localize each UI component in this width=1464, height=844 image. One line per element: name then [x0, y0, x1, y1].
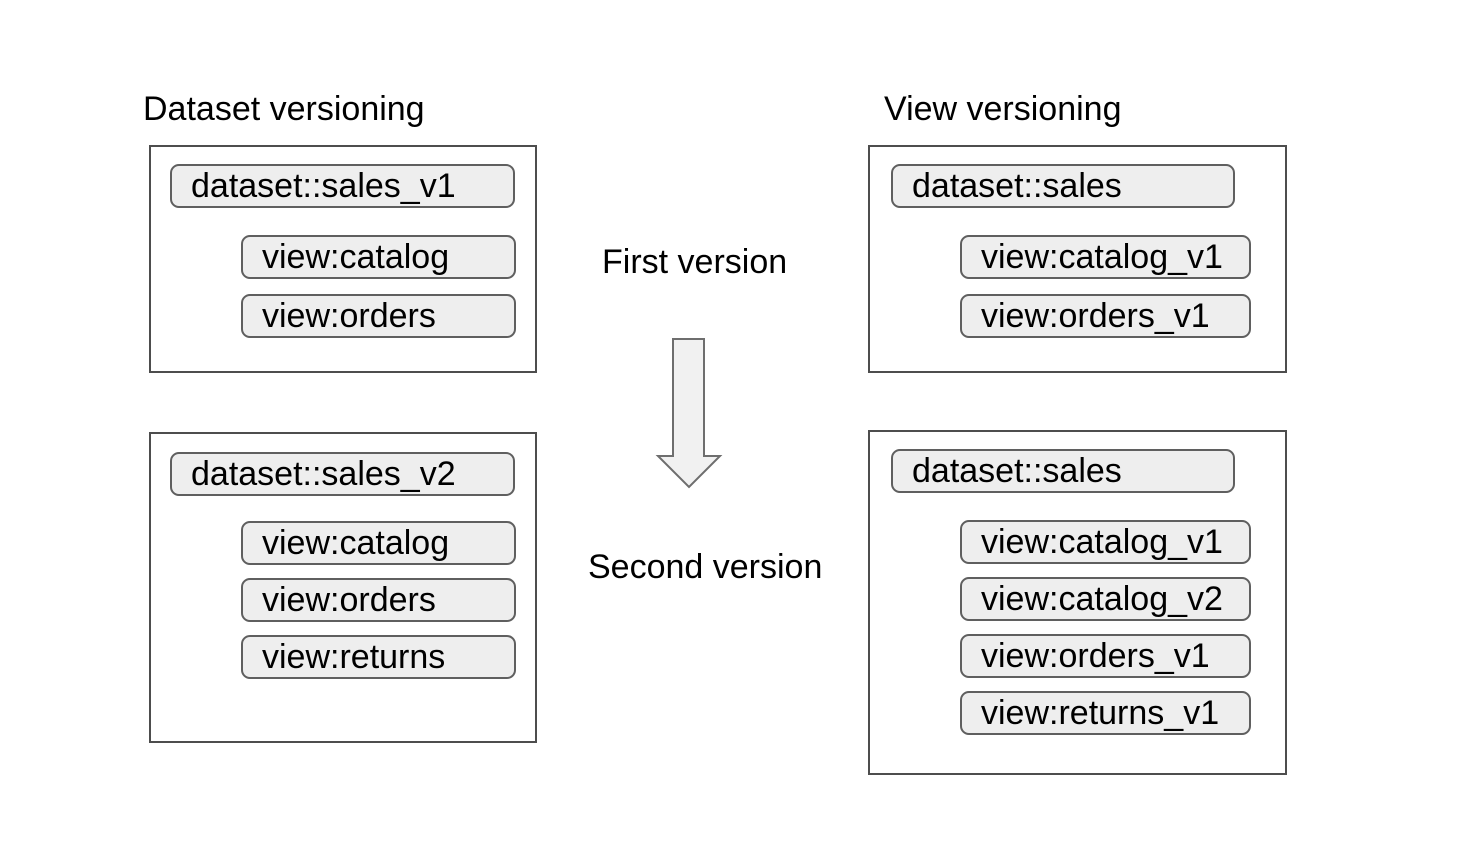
view-pill: view:catalog_v1 — [960, 235, 1251, 279]
dataset-pill: dataset::sales_v1 — [170, 164, 515, 208]
dataset-pill: dataset::sales_v2 — [170, 452, 515, 496]
second-version-label: Second version — [588, 548, 823, 586]
view-pill: view:returns — [241, 635, 516, 679]
view-versioning-second-version-box: dataset::sales view:catalog_v1 view:cata… — [868, 430, 1287, 775]
view-pill: view:orders — [241, 294, 516, 338]
view-pill: view:orders_v1 — [960, 294, 1251, 338]
dataset-versioning-first-version-box: dataset::sales_v1 view:catalog view:orde… — [149, 145, 537, 373]
view-pill: view:catalog — [241, 521, 516, 565]
dataset-versioning-title: Dataset versioning — [143, 90, 425, 128]
view-pill: view:catalog_v2 — [960, 577, 1251, 621]
down-arrow-icon — [655, 336, 723, 490]
view-pill: view:orders — [241, 578, 516, 622]
first-version-label: First version — [602, 243, 788, 281]
dataset-pill: dataset::sales — [891, 164, 1235, 208]
view-pill: view:returns_v1 — [960, 691, 1251, 735]
dataset-pill: dataset::sales — [891, 449, 1235, 493]
view-versioning-first-version-box: dataset::sales view:catalog_v1 view:orde… — [868, 145, 1287, 373]
view-pill: view:orders_v1 — [960, 634, 1251, 678]
dataset-versioning-second-version-box: dataset::sales_v2 view:catalog view:orde… — [149, 432, 537, 743]
view-versioning-title: View versioning — [884, 90, 1122, 128]
view-pill: view:catalog_v1 — [960, 520, 1251, 564]
view-pill: view:catalog — [241, 235, 516, 279]
